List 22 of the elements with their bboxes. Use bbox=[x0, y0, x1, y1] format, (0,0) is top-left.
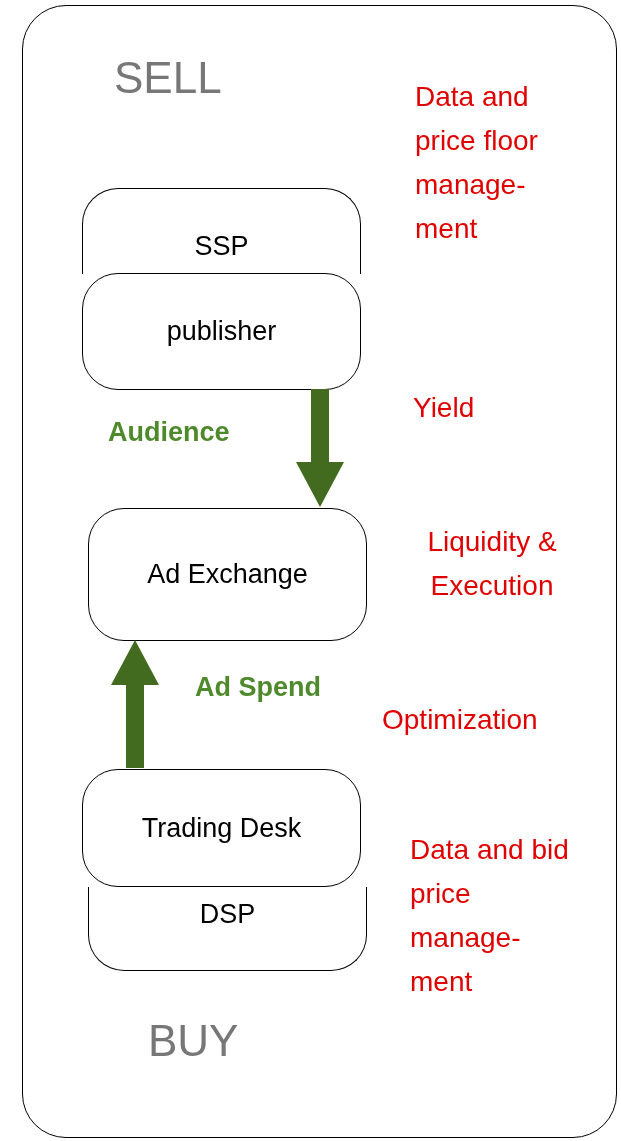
node-label: DSP bbox=[199, 899, 256, 930]
annotation-text: Data and bid price manage- ment bbox=[410, 833, 570, 999]
edge-label: Audience bbox=[108, 417, 230, 448]
node-label: Ad Exchange bbox=[147, 559, 308, 590]
arrow bbox=[296, 389, 344, 507]
node-label: SSP bbox=[194, 231, 249, 262]
footer-heading: BUY bbox=[148, 1016, 239, 1066]
heading: SELL bbox=[114, 53, 222, 103]
process-box bbox=[88, 887, 367, 971]
annotation-text: Data and price floor manage- ment bbox=[415, 80, 539, 246]
process-box bbox=[82, 188, 361, 274]
node-label: Trading Desk bbox=[141, 812, 302, 844]
process-box bbox=[82, 769, 361, 887]
arrow bbox=[111, 640, 159, 768]
annotation-text: Yield bbox=[413, 391, 476, 425]
annotation-text: Liquidity & Execution bbox=[426, 525, 558, 603]
edge-label: Ad Spend bbox=[195, 672, 321, 703]
annotation-text: Optimization bbox=[382, 703, 539, 737]
process-box bbox=[88, 508, 367, 641]
node-label: publisher bbox=[166, 316, 277, 347]
frame-box bbox=[22, 5, 617, 1138]
process-box bbox=[82, 273, 361, 390]
